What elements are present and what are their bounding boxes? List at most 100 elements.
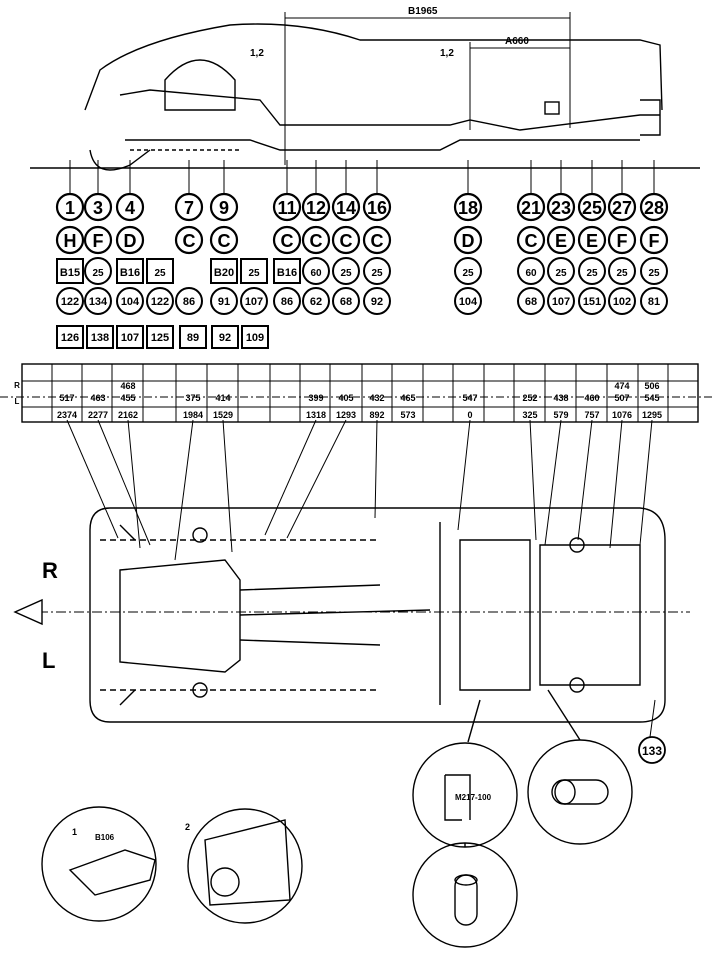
letter-circle bbox=[272, 225, 302, 255]
point-letter: C bbox=[281, 231, 294, 251]
leader-line bbox=[529, 419, 537, 541]
row-b-value: 125 bbox=[151, 332, 169, 344]
point-letter: D bbox=[462, 231, 475, 251]
dimension-lines bbox=[284, 12, 571, 165]
point-letter: F bbox=[649, 231, 660, 251]
side-label-l: L bbox=[42, 648, 55, 673]
value-label: 25 bbox=[92, 268, 104, 279]
row-b-value: 89 bbox=[187, 332, 199, 344]
row-a-circle bbox=[578, 287, 606, 315]
row-a-value: 91 bbox=[218, 296, 230, 308]
side-label-r: R bbox=[42, 558, 58, 583]
code-square bbox=[56, 258, 84, 284]
code-square bbox=[240, 258, 268, 284]
row-a-circle bbox=[116, 287, 144, 315]
row-b-value: 138 bbox=[91, 332, 109, 344]
value-circle bbox=[302, 257, 330, 285]
row-b-square bbox=[116, 325, 144, 349]
row-a-circle bbox=[210, 287, 238, 315]
row-a-circle bbox=[640, 287, 668, 315]
table-r-value: 465 bbox=[400, 393, 415, 403]
point-number: 12 bbox=[306, 198, 326, 218]
row-b-square bbox=[179, 325, 207, 349]
code-label: 25 bbox=[154, 268, 166, 279]
table-l-value: 2374 bbox=[57, 410, 77, 420]
value-circle bbox=[454, 257, 482, 285]
leader-line bbox=[544, 419, 562, 546]
table-side-l: L bbox=[15, 397, 20, 406]
value-label: 25 bbox=[371, 268, 383, 279]
value-label: 25 bbox=[586, 268, 598, 279]
row-a-value: 151 bbox=[583, 296, 601, 308]
value-label: 25 bbox=[555, 268, 567, 279]
row-b-square bbox=[56, 325, 84, 349]
point-letter: C bbox=[183, 231, 196, 251]
table-l-value: 757 bbox=[584, 410, 599, 420]
value-circle bbox=[332, 257, 360, 285]
row-a-circle bbox=[302, 287, 330, 315]
leader-line bbox=[97, 419, 151, 546]
code-square bbox=[210, 258, 238, 284]
letter-circle bbox=[577, 225, 607, 255]
value-circle bbox=[84, 257, 112, 285]
table-r-value: 414 bbox=[215, 393, 230, 403]
row-a-value: 86 bbox=[281, 296, 293, 308]
callout-grid: 1HB153F254DB167C9CB2011CB1612C6014C2516C… bbox=[55, 160, 669, 349]
letter-circle bbox=[55, 225, 85, 255]
table-l-value: 579 bbox=[553, 410, 568, 420]
value-circle bbox=[608, 257, 636, 285]
point-number: 16 bbox=[367, 198, 387, 218]
leader-line bbox=[127, 419, 141, 549]
letter-circle bbox=[209, 225, 239, 255]
code-square bbox=[116, 258, 144, 284]
leader-line bbox=[66, 419, 119, 539]
leader-line bbox=[609, 419, 623, 549]
row-a-value: 104 bbox=[121, 296, 140, 308]
row-a-circle bbox=[547, 287, 575, 315]
row-b-value: 107 bbox=[121, 332, 139, 344]
leader-line bbox=[222, 419, 233, 553]
value-circle bbox=[547, 257, 575, 285]
value-circle bbox=[363, 257, 391, 285]
row-a-circle bbox=[363, 287, 391, 315]
table-l-value: 573 bbox=[400, 410, 415, 420]
table-r-value: 547 bbox=[462, 393, 477, 403]
code-label: 25 bbox=[248, 268, 260, 279]
tool-label: M217-100 bbox=[455, 793, 492, 802]
table-l-value: 1293 bbox=[336, 410, 356, 420]
row-b-square bbox=[211, 325, 239, 349]
point-letter: C bbox=[340, 231, 353, 251]
table-r-value: 517 bbox=[59, 393, 74, 403]
point-number: 4 bbox=[125, 198, 135, 218]
value-label: 60 bbox=[525, 268, 537, 279]
leader-line bbox=[286, 419, 347, 539]
value-label: 25 bbox=[340, 268, 352, 279]
table-top-value: 468 bbox=[120, 381, 135, 391]
letter-circle bbox=[453, 225, 483, 255]
letter-circle bbox=[301, 225, 331, 255]
table-r-value: 405 bbox=[338, 393, 353, 403]
point-number: 3 bbox=[93, 198, 103, 218]
row-b-square bbox=[86, 325, 114, 349]
point-letter: F bbox=[617, 231, 628, 251]
callout-133 bbox=[638, 736, 666, 764]
leader-line bbox=[577, 419, 593, 541]
row-a-value: 122 bbox=[151, 296, 169, 308]
table-l-value: 1529 bbox=[213, 410, 233, 420]
callout-133-label: 133 bbox=[642, 744, 662, 758]
table-r-value: 432 bbox=[369, 393, 384, 403]
row-a-value: 107 bbox=[245, 296, 263, 308]
row-a-value: 62 bbox=[310, 296, 322, 308]
table-r-value: 455 bbox=[120, 393, 135, 403]
row-a-circle bbox=[84, 287, 112, 315]
front-arrow-icon bbox=[13, 598, 43, 626]
value-label: 25 bbox=[616, 268, 628, 279]
table-l-value: 0 bbox=[467, 410, 472, 420]
value-circle bbox=[578, 257, 606, 285]
row-b-value: 126 bbox=[61, 332, 79, 344]
letter-circle bbox=[516, 225, 546, 255]
dim-a-label: A660 bbox=[505, 36, 529, 47]
plan-view bbox=[89, 507, 666, 723]
point-number: 1 bbox=[65, 198, 75, 218]
